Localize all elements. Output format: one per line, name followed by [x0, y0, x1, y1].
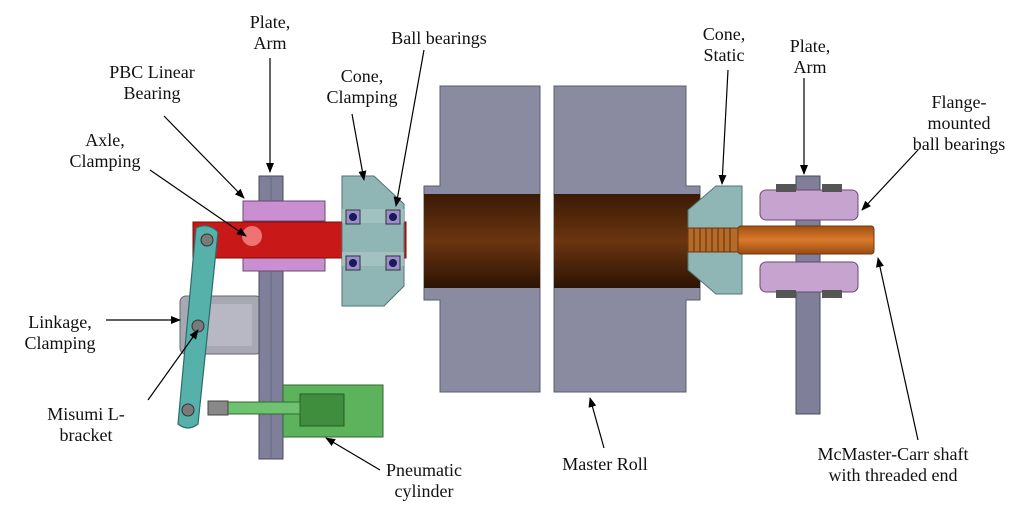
label-master-roll: Master Roll — [562, 454, 648, 474]
flange-mounted-ball-bearings — [759, 184, 859, 298]
cone-clamping — [341, 175, 405, 307]
label-axle-clamping: Axle,Clamping — [69, 130, 141, 171]
label-linkage-clamping: Linkage,Clamping — [24, 312, 96, 353]
label-cone-static: Cone,Static — [702, 24, 746, 65]
mcmaster-carr-shaft — [687, 225, 875, 255]
arrow-mcmaster-shaft — [876, 257, 919, 441]
arrow-flange-bearings — [861, 149, 919, 211]
pneumatic-cylinder — [207, 384, 384, 438]
arrow-cone-static — [718, 69, 729, 185]
label-cone-clamping: Cone,Clamping — [326, 66, 398, 107]
arrow-master-roll — [588, 397, 605, 449]
arrow-misumi-l-bracket — [147, 329, 199, 401]
arrow-cone-clamping — [351, 113, 367, 181]
arrow-pbc-linear-bearing — [163, 115, 245, 199]
label-misumi-l-bracket: Misumi L-bracket — [47, 404, 125, 445]
label-ball-bearings: Ball bearings — [391, 28, 487, 48]
ball-bearings — [345, 209, 401, 271]
callout-arrows — [106, 49, 919, 471]
arrow-ball-bearings — [393, 49, 425, 207]
label-plate-arm-left: Plate,Arm — [249, 12, 291, 53]
linkage-clamping — [177, 225, 219, 429]
master-roll — [423, 85, 701, 393]
arrow-axle-clamping — [149, 169, 247, 237]
arrow-pneumatic-cylinder — [325, 437, 381, 471]
label-plate-arm-right: Plate,Arm — [789, 36, 831, 77]
